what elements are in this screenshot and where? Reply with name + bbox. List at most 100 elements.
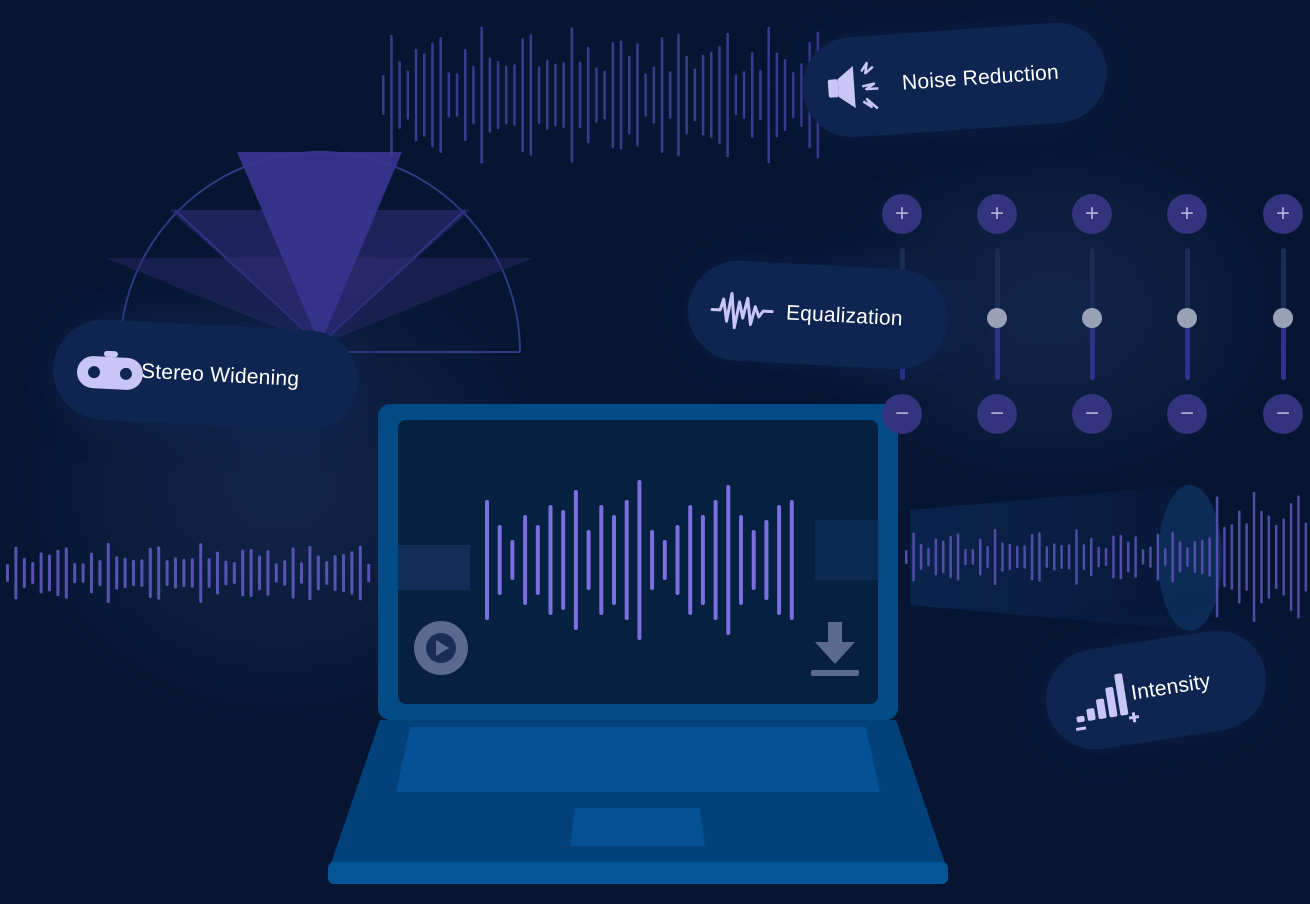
waveform-bar <box>1201 539 1204 575</box>
waveform-bar <box>759 69 762 121</box>
eq-minus-button[interactable]: − <box>1167 394 1207 434</box>
waveform-bar <box>693 68 697 122</box>
waveform-bar <box>1141 549 1145 565</box>
waveform-bar <box>595 67 598 123</box>
waveform-bar <box>751 52 754 138</box>
waveform-bar <box>1053 543 1056 571</box>
waveform-bar <box>1230 524 1234 590</box>
waveform-bar <box>358 545 362 601</box>
waveform-bar <box>1149 546 1152 568</box>
eq-plus-button[interactable]: + <box>1167 194 1207 234</box>
waveform-bar <box>513 64 516 126</box>
equalizer-wave-icon <box>710 291 774 330</box>
waveform-bar <box>283 560 287 586</box>
waveform-bar <box>1090 537 1093 577</box>
stereo-headset-icon <box>76 350 143 390</box>
waveform-bar <box>599 505 604 615</box>
waveform-bar <box>742 71 746 119</box>
waveform-bar <box>700 515 705 605</box>
waveform-bar <box>675 525 680 595</box>
equalization-pill[interactable]: Equalization <box>685 258 951 372</box>
waveform-bar <box>546 59 549 131</box>
eq-minus-button[interactable]: − <box>1263 394 1303 434</box>
waveform-bar <box>1223 526 1226 588</box>
waveform-bar <box>480 26 483 164</box>
waveform-bar <box>300 562 303 584</box>
waveform-bar <box>660 36 664 154</box>
waveform-bar <box>56 549 60 597</box>
waveform-bar <box>956 533 960 581</box>
eq-plus-button[interactable]: + <box>1072 194 1112 234</box>
waveform-bar <box>382 75 385 115</box>
waveform-bar <box>1304 522 1308 592</box>
waveform-bar <box>624 500 629 620</box>
stereo-widening-pill[interactable]: Stereo Widening <box>50 317 361 433</box>
waveform-bar <box>1260 510 1263 604</box>
waveform-bar <box>1267 515 1271 599</box>
waveform-bar <box>535 525 540 595</box>
waveform-bar <box>333 555 337 591</box>
waveform-bar <box>505 65 508 125</box>
right-waveform <box>905 491 1308 623</box>
waveform-bar <box>644 73 647 117</box>
waveform-bar <box>677 33 680 157</box>
eq-minus-button[interactable]: − <box>977 394 1017 434</box>
waveform-bar <box>986 546 989 568</box>
waveform-bar <box>510 540 515 580</box>
waveform-bar <box>685 55 688 135</box>
waveform-bar <box>182 558 186 588</box>
waveform-bar <box>1104 547 1108 567</box>
waveform-bar <box>777 505 782 615</box>
waveform-bar <box>1238 510 1241 604</box>
eq-slider-thumb[interactable] <box>1177 308 1197 328</box>
eq-minus-button[interactable]: − <box>882 394 922 434</box>
eq-plus-button[interactable]: + <box>882 194 922 234</box>
waveform-bar <box>669 71 672 119</box>
waveform-bar <box>578 61 582 129</box>
eq-slider-thumb[interactable] <box>1082 308 1102 328</box>
download-icon[interactable] <box>811 622 859 676</box>
waveform-bar <box>14 546 18 600</box>
stereo-widening-graphic <box>105 151 533 353</box>
eq-slider-thumb[interactable] <box>987 308 1007 328</box>
eq-plus-button[interactable]: + <box>1263 194 1303 234</box>
waveform-bar <box>562 61 565 129</box>
waveform-bar <box>1289 502 1293 612</box>
waveform-bar <box>1134 536 1137 578</box>
waveform-bar <box>423 53 426 137</box>
waveform-bar <box>39 552 43 594</box>
equalization-label: Equalization <box>785 301 904 331</box>
waveform-bar <box>258 555 261 591</box>
waveform-bar <box>1127 541 1130 573</box>
eq-plus-button[interactable]: + <box>977 194 1017 234</box>
waveform-bar <box>431 42 434 148</box>
waveform-bar <box>140 559 144 587</box>
waveform-bar <box>628 55 631 135</box>
waveform-bar <box>207 558 211 588</box>
waveform-bar <box>586 530 591 590</box>
waveform-bar <box>81 563 85 583</box>
waveform-bar <box>414 48 418 142</box>
intensity-pill[interactable]: Intensity <box>1038 623 1274 757</box>
waveform-bar <box>1208 537 1211 577</box>
eq-minus-button[interactable]: − <box>1072 394 1112 434</box>
waveform-bar <box>1178 541 1182 573</box>
waveform-bar <box>1001 542 1004 572</box>
noise-reduction-pill[interactable]: Noise Reduction <box>798 19 1111 141</box>
waveform-bar <box>964 548 967 566</box>
waveform-bar <box>132 559 135 587</box>
waveform-bar <box>523 515 528 605</box>
waveform-bar <box>488 57 492 133</box>
play-icon[interactable] <box>414 621 468 675</box>
intensity-beam <box>910 485 1222 631</box>
eq-slider-thumb[interactable] <box>1273 308 1293 328</box>
waveform-bar <box>1245 523 1248 591</box>
waveform-bar <box>949 535 952 579</box>
waveform-bar <box>919 543 923 571</box>
waveform-bar <box>537 66 541 124</box>
waveform-bar <box>1297 495 1300 619</box>
waveform-bar <box>905 550 908 564</box>
waveform-bar <box>573 490 578 630</box>
speaker-noise-icon <box>827 61 879 110</box>
